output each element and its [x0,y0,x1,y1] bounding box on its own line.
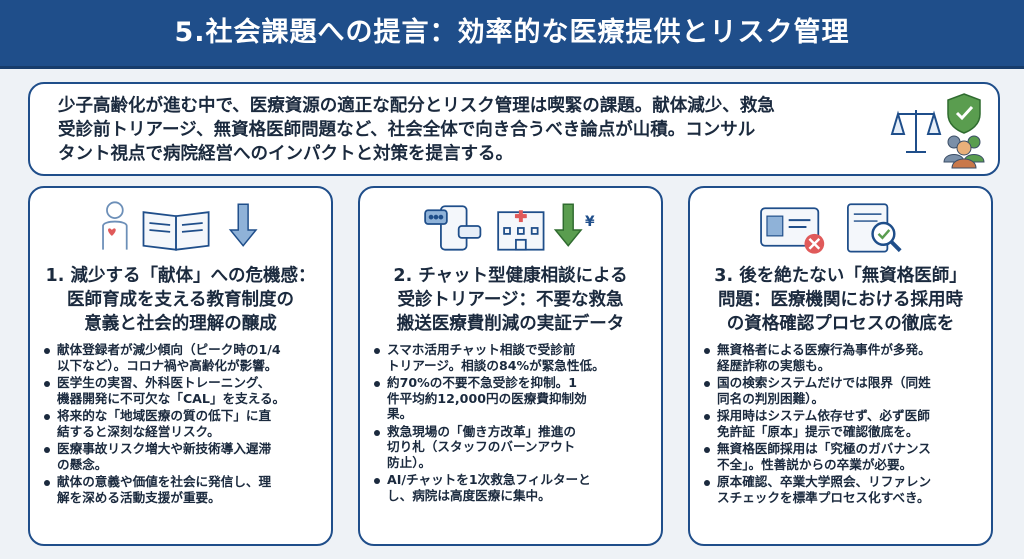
people-icon [943,135,985,169]
list-item: 救急現場の「働き方改革」推進の切り札（スタッフのバーンアウト防止）。 [374,424,653,471]
yen-arrow-down-icon: ¥ [553,203,595,247]
governance-icons [890,93,985,169]
list-line: 無資格医師採用は「究極のガバナンス [717,441,931,456]
list-item: 無資格者による医療行為事件が多発。経歴詐称の実態も。 [704,342,983,373]
card-title: 2. チャット型健康相談による 受診トリアージ：不要な救急 搬送医療費削減の実証… [370,264,651,336]
list-item: 国の検索システムだけでは限界（同姓同名の判別困難）。 [704,375,983,406]
list-line: 採用時はシステム依存せず、必ず医師 [717,408,930,423]
list-line: 約70%の不要不急受診を抑制。1 [387,375,578,390]
card-bullets: スマホ活用チャット相談で受診前トリアージ。相談の84%が緊急性低。 約70%の不… [374,342,653,505]
list-line: AI/チャットを1次救急フィルターと [387,472,591,487]
list-line: 切り札（スタッフのバーンアウト [387,439,576,454]
card-title-line: 3. 後を絶たない「無資格医師」 [714,266,967,286]
arrow-down-icon [228,203,258,247]
card-donation: 1. 減少する「献体」への危機感： 医師育成を支える教育制度の 意義と社会的理解… [28,186,333,546]
card-icons: ¥ [424,203,595,251]
card-title-line: の資格確認プロセスの徹底を [726,314,955,334]
list-line: 救急現場の「働き方改革」推進の [387,423,576,439]
scale-icon [890,110,942,153]
list-line: 同名の判別困難）。 [717,390,825,406]
card-title: 1. 減少する「献体」への危機感： 医師育成を支える教育制度の 意義と社会的理解… [40,264,321,336]
card-title-line: 搬送医療費削減の実証データ [396,314,625,334]
list-line: 医療事故リスク増大や新技術導入遅滞 [57,441,272,456]
card-title: 3. 後を絶たない「無資格医師」 問題：医療機関における採用時 の資格確認プロセ… [700,264,981,336]
card-title-line: 意義と社会的理解の醸成 [84,314,277,334]
list-line: 献体登録者が減少傾向（ピーク時の1/4 [57,342,281,357]
body-heart-icon [102,201,128,250]
intro-line: 受診前トリアージ、無資格医師問題など、社会全体で向き合うべき論点が山積。コンサル [58,120,756,140]
card-triage: ¥ 2. チャット型健康相談による 受診トリアージ：不要な救急 搬送医療費削減の… [358,186,663,546]
phone-chat-icon [424,205,482,251]
page-title: 5.社会課題への提言：効率的な医療提供とリスク管理 [174,17,850,48]
card-title-line: 2. チャット型健康相談による [393,266,628,286]
list-line: トリアージ。相談の84%が緊急性低。 [387,357,605,373]
card-title-line: 受診トリアージ：不要な救急 [397,290,624,310]
list-line: し、病院は高度医療に集中。 [387,487,551,503]
card-icons [760,203,902,254]
intro-line: タント視点で病院経営へのインパクトと対策を提言する。 [58,144,513,164]
list-line: の懸念。 [57,456,108,472]
list-item: 原本確認、卒業大学照会、リファレンスチェックを標準プロセス化すべき。 [704,474,983,505]
hospital-icon [497,210,545,251]
card-title-line: 問題：医療機関における採用時 [718,290,963,310]
list-item: AI/チャットを1次救急フィルターとし、病院は高度医療に集中。 [374,472,653,503]
list-item: 無資格医師採用は「究極のガバナンス不全」。性善説からの卒業が必要。 [704,441,983,472]
list-item: 採用時はシステム依存せず、必ず医師免許証「原本」提示で確認徹底を。 [704,408,983,439]
list-line: 経歴詐称の実態も。 [717,357,831,373]
list-item: スマホ活用チャット相談で受診前トリアージ。相談の84%が緊急性低。 [374,342,653,373]
card-title-line: 1. 減少する「献体」への危機感： [45,266,316,286]
list-line: 解を深める活動支援が重要。 [57,489,221,505]
list-line: 無資格者による医療行為事件が多発。 [717,342,931,357]
card-bullets: 無資格者による医療行為事件が多発。経歴詐称の実態も。 国の検索システムだけでは限… [704,342,983,507]
list-item: 医学生の実習、外科医トレーニング、機器開発に不可欠な「CAL」を支える。 [44,375,323,406]
list-line: 医学生の実習、外科医トレーニング、 [57,375,271,390]
svg-text:¥: ¥ [585,214,595,230]
document-check-icon [847,203,902,253]
book-icon [142,211,210,251]
list-line: 果。 [387,406,413,421]
list-line: スチェックを標準プロセス化すべき。 [717,489,930,505]
list-item: 献体の意義や価値を社会に発信し、理解を深める活動支援が重要。 [44,474,323,505]
list-line: 結すると深刻な経営リスク。 [57,423,220,439]
list-line: 将来的な「地域医療の質の低下」に直 [57,408,272,423]
list-line: 免許証「原本」提示で確認徹底を。 [717,423,919,439]
list-line: 防止）。 [387,454,432,470]
list-line: 不全」。性善説からの卒業が必要。 [717,456,913,472]
intro-line: 少子高齢化が進む中で、医療資源の適正な配分とリスク管理は喫緊の課題。献体減少、救… [58,96,775,116]
id-card-x-icon [760,207,825,254]
list-line: 以下など）。コロナ禍や高齢化が影響。 [57,357,278,373]
intro-box: 少子高齢化が進む中で、医療資源の適正な配分とリスク管理は喫緊の課題。献体減少、救… [28,82,1000,176]
intro-text: 少子高齢化が進む中で、医療資源の適正な配分とリスク管理は喫緊の課題。献体減少、救… [58,94,878,166]
list-item: 将来的な「地域医療の質の低下」に直結すると深刻な経営リスク。 [44,408,323,439]
list-line: 献体の意義や価値を社会に発信し、理 [57,474,272,489]
list-line: 機器開発に不可欠な「CAL」を支える。 [57,390,286,406]
list-line: スマホ活用チャット相談で受診前 [387,342,576,357]
list-line: 原本確認、卒業大学照会、リファレン [717,474,932,489]
shield-check-icon [947,93,981,134]
list-line: 国の検索システムだけでは限界（同姓 [717,375,931,390]
card-unlicensed: 3. 後を絶たない「無資格医師」 問題：医療機関における採用時 の資格確認プロセ… [688,186,993,546]
card-title-line: 医師育成を支える教育制度の [67,290,294,310]
page-header: 5.社会課題への提言：効率的な医療提供とリスク管理 [0,0,1024,69]
list-line: 件平均約12,000円の医療費抑制効 [387,390,587,406]
list-item: 医療事故リスク増大や新技術導入遅滞の懸念。 [44,441,323,472]
card-icons [102,201,258,251]
